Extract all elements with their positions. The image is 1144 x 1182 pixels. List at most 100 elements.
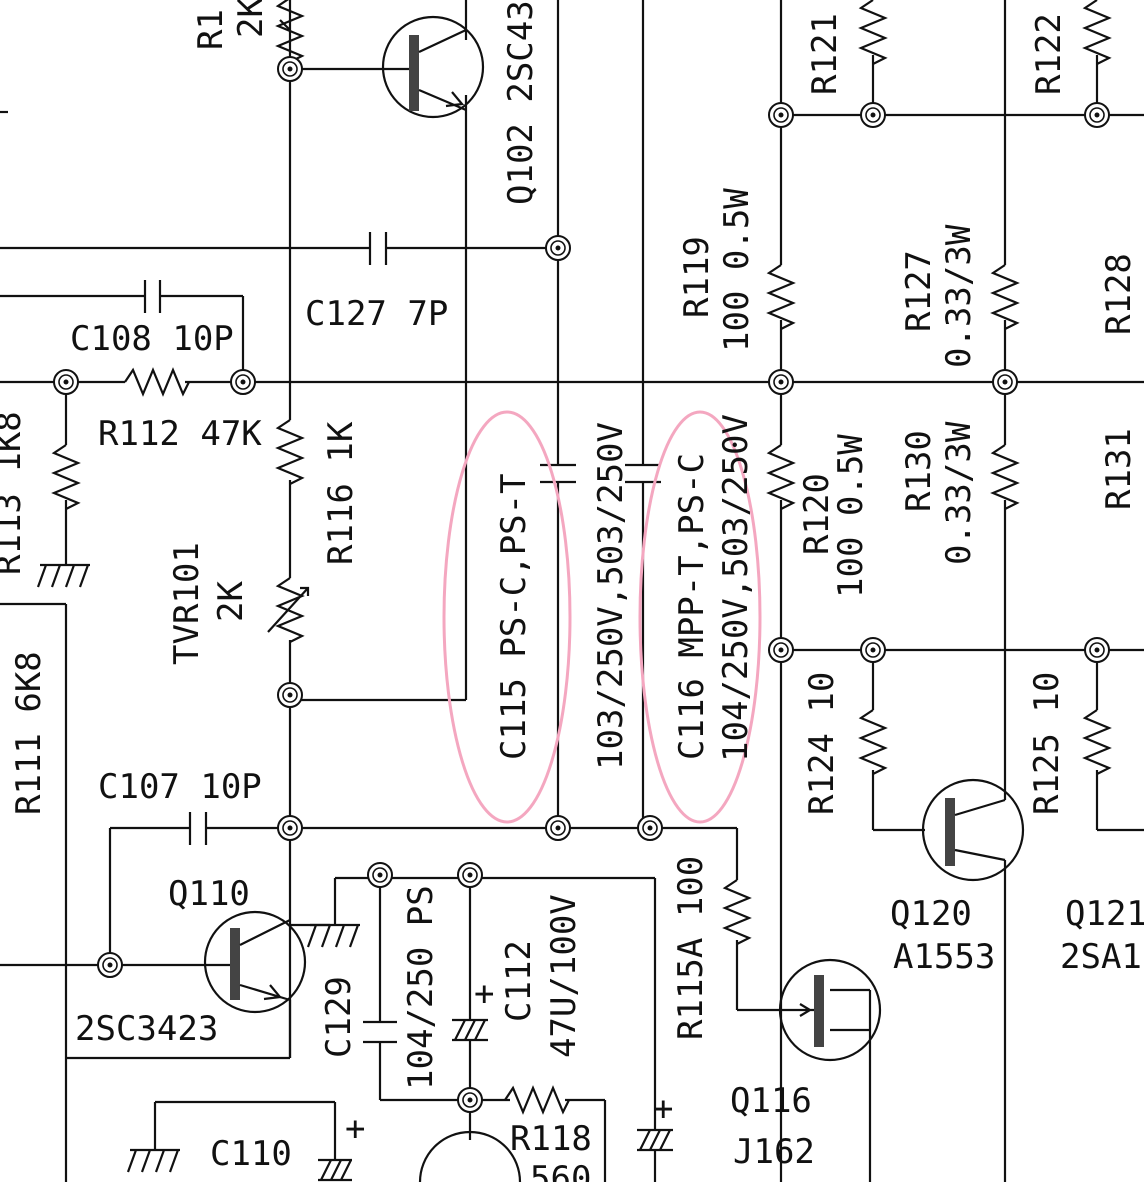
transistor-q110	[203, 910, 307, 1014]
label-c110-plus: +	[345, 1109, 365, 1149]
transistor-q120	[921, 778, 1025, 882]
ground-icon	[126, 1148, 180, 1173]
label-c127: C127 7P	[305, 294, 448, 334]
label-c116-value: 104/250V,503/250V	[716, 414, 756, 762]
resistors	[52, 0, 1111, 1114]
label-q116: Q116	[730, 1081, 812, 1121]
junction-node	[768, 102, 794, 128]
partial-transistor	[418, 1130, 522, 1182]
label-c129-value: 104/250 PS	[401, 885, 441, 1090]
label-r1-value: 2K	[231, 0, 271, 38]
label-r125: R125 10	[1027, 672, 1067, 815]
junction-node	[545, 815, 571, 841]
junction-node	[1084, 637, 1110, 663]
junction-node	[768, 369, 794, 395]
resistor-r112	[123, 368, 191, 396]
ground-symbols	[36, 563, 360, 1173]
junction-node	[53, 369, 79, 395]
label-r115a: R115A 100	[671, 856, 711, 1040]
transistor-q102	[381, 15, 485, 119]
label-r130-value: 0.33/3W	[939, 421, 979, 565]
label-c112: C112	[499, 940, 539, 1022]
resistor-r116	[276, 418, 304, 486]
junction-node	[97, 952, 123, 978]
label-r118-value: 560	[530, 1159, 591, 1182]
label-q121: Q121	[1065, 894, 1144, 934]
label-q116-type: J162	[733, 1132, 815, 1172]
resistor-r120	[767, 443, 795, 511]
label-r120: R120	[797, 473, 837, 555]
label-tvr101-value: 2K	[211, 581, 251, 622]
label-q120-type: A1553	[893, 937, 995, 977]
label-q102: Q102 2SC43	[501, 0, 541, 205]
junction-node	[457, 862, 483, 888]
label-c112-plus: +	[474, 974, 494, 1014]
label-c107: C107 10P	[98, 767, 262, 807]
label-r112: R112 47K	[98, 414, 262, 454]
junction-node	[457, 1087, 483, 1113]
junction-node	[992, 369, 1018, 395]
junction-node	[277, 682, 303, 708]
junction-node	[545, 235, 571, 261]
resistor-r118	[503, 1086, 571, 1114]
highlight-c115	[442, 410, 572, 824]
transistor-q116	[778, 958, 882, 1062]
resistor-r121	[859, 0, 887, 66]
capacitors	[143, 232, 673, 1182]
resistor-r113	[52, 443, 80, 511]
label-r130: R130	[899, 430, 939, 512]
label-c108: C108 10P	[70, 319, 234, 359]
label-c115: C115 PS-C,PS-T	[494, 473, 534, 760]
label-r116: R116 1K	[321, 421, 361, 565]
label-r127: R127	[899, 250, 939, 332]
junctions	[53, 56, 1110, 1113]
label-q120: Q120	[890, 894, 972, 934]
label-r119: R119	[677, 236, 717, 318]
junction-node	[768, 637, 794, 663]
ground-icon	[36, 563, 90, 588]
resistor-r124	[859, 708, 887, 776]
label-c129: C129	[319, 976, 359, 1058]
label-c116: C116 MPP-T,PS-C	[672, 453, 712, 760]
ground-icon	[306, 923, 360, 948]
junction-node	[860, 637, 886, 663]
highlight-c116	[638, 410, 762, 824]
resistor-r125	[1083, 708, 1111, 776]
trimmer-tvr101	[276, 576, 304, 644]
label-right-cap-plus: +	[653, 1089, 673, 1129]
label-r127-value: 0.33/3W	[939, 224, 979, 368]
transistors	[203, 15, 1025, 1062]
label-r120-value: 100 0.5W	[831, 434, 871, 598]
resistor-r119	[767, 263, 795, 331]
label-r1: R1	[191, 9, 231, 50]
resistor-r115a	[723, 878, 751, 946]
junction-node	[637, 815, 663, 841]
label-r119-value: 100 0.5W	[717, 188, 757, 352]
trimmer-arrow-icon	[267, 586, 310, 633]
junction-node	[367, 862, 393, 888]
junction-node	[860, 102, 886, 128]
label-tvr101: TVR101	[167, 542, 207, 665]
label-r128: R128	[1099, 253, 1139, 335]
label-r122: R122	[1029, 13, 1069, 95]
label-q110-type: 2SC3423	[75, 1009, 218, 1049]
resistor-r127	[991, 263, 1019, 331]
label-r121: R121	[805, 13, 845, 95]
junction-node	[277, 56, 303, 82]
junction-node	[230, 369, 256, 395]
label-q121-type: 2SA15	[1060, 937, 1144, 977]
label-c112-value: 47U/100V	[544, 894, 584, 1058]
label-r131: R131	[1099, 428, 1139, 510]
junction-node	[277, 815, 303, 841]
label-r111: R111 6K8	[9, 651, 49, 815]
label-c115-value: 103/250V,503/250V	[591, 422, 631, 770]
resistor-r122	[1083, 0, 1111, 66]
label-q110: Q110	[168, 874, 250, 914]
label-r124: R124 10	[802, 672, 842, 815]
label-r113: R113 1K8	[0, 411, 29, 575]
junction-node	[1084, 102, 1110, 128]
resistor-r130	[991, 443, 1019, 511]
